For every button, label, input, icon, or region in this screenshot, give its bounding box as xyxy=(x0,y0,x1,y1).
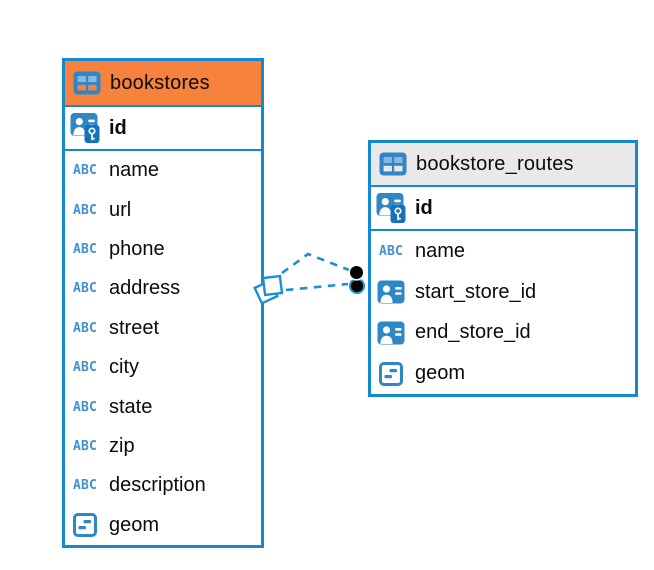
primary-key-row[interactable]: id xyxy=(371,187,635,231)
primary-key-row[interactable]: id xyxy=(65,107,261,151)
field-name: city xyxy=(109,356,139,379)
text-type-icon: ABC xyxy=(72,242,98,258)
relationship-line[interactable] xyxy=(281,252,350,275)
connector-endpoint-dot[interactable] xyxy=(348,264,365,281)
field-row[interactable]: ABC name xyxy=(65,151,261,190)
text-type-icon: ABC xyxy=(72,281,98,297)
reference-type-icon xyxy=(376,280,406,304)
primary-key-icon xyxy=(70,112,100,144)
field-row[interactable]: start_store_id xyxy=(371,272,635,313)
field-name: start_store_id xyxy=(415,280,537,303)
table-name: bookstore_routes xyxy=(416,152,574,175)
field-row[interactable]: ABC zip xyxy=(65,427,261,466)
field-list: ABC name ABC url ABC phone ABC address A… xyxy=(65,151,261,545)
field-name: id xyxy=(109,116,127,139)
text-type-icon: ABC xyxy=(72,399,98,415)
text-type-icon: ABC xyxy=(72,439,98,455)
field-name: street xyxy=(109,316,160,339)
connector-square-handle[interactable] xyxy=(261,274,284,297)
field-row[interactable]: ABC city xyxy=(65,348,261,387)
field-row[interactable]: ABC address xyxy=(65,269,261,308)
field-name: zip xyxy=(109,435,135,458)
field-name: state xyxy=(109,395,153,418)
field-name: phone xyxy=(109,238,165,261)
field-name: name xyxy=(109,159,160,182)
table-bookstores-header[interactable]: bookstores xyxy=(65,61,261,107)
primary-key-icon xyxy=(376,192,406,224)
field-row[interactable]: ABC state xyxy=(65,387,261,426)
table-bookstore-routes-header[interactable]: bookstore_routes xyxy=(371,143,635,187)
connector-endpoint-dot[interactable] xyxy=(349,278,365,294)
table-icon xyxy=(72,71,102,95)
field-row[interactable]: ABC url xyxy=(65,190,261,229)
field-name: url xyxy=(109,198,132,221)
text-type-icon: ABC xyxy=(72,320,98,336)
field-row[interactable]: ABC street xyxy=(65,309,261,348)
relationship-line[interactable] xyxy=(285,282,349,292)
text-type-icon: ABC xyxy=(72,478,98,494)
table-bookstore-routes[interactable]: bookstore_routes id ABC name start_store… xyxy=(368,140,638,397)
geometry-type-icon xyxy=(70,513,100,537)
field-row[interactable]: ABC phone xyxy=(65,230,261,269)
text-type-icon: ABC xyxy=(72,360,98,376)
field-name: end_store_id xyxy=(415,321,531,344)
field-name: name xyxy=(415,239,466,262)
text-type-icon: ABC xyxy=(72,163,98,179)
field-row[interactable]: geom xyxy=(371,353,635,394)
field-row[interactable]: ABC name xyxy=(371,231,635,272)
field-row[interactable]: ABC description xyxy=(65,466,261,505)
table-bookstores[interactable]: bookstores id ABC name ABC url ABC phone… xyxy=(62,58,264,548)
field-name: id xyxy=(415,196,433,219)
field-list: ABC name start_store_id end_store_id geo… xyxy=(371,231,635,394)
table-name: bookstores xyxy=(110,71,210,94)
reference-type-icon xyxy=(376,321,406,345)
table-icon xyxy=(378,152,408,176)
field-row[interactable]: end_store_id xyxy=(371,313,635,354)
geometry-type-icon xyxy=(376,362,406,386)
field-name: address xyxy=(109,277,181,300)
text-type-icon: ABC xyxy=(72,202,98,218)
field-name: geom xyxy=(109,513,160,536)
field-name: geom xyxy=(415,362,466,385)
field-name: description xyxy=(109,474,206,497)
field-row[interactable]: geom xyxy=(65,506,261,545)
text-type-icon: ABC xyxy=(378,243,404,259)
